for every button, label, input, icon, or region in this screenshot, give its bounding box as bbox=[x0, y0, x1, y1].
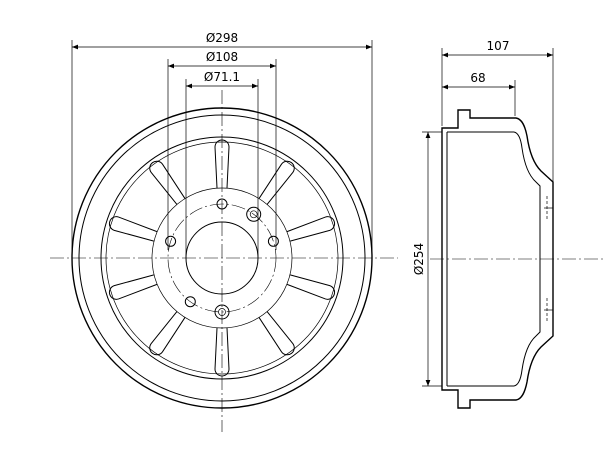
bolt-circle bbox=[167, 203, 277, 313]
front-view: Ø298 Ø108 Ø71.1 bbox=[50, 31, 398, 432]
outer-diameter-label: Ø298 bbox=[206, 31, 238, 45]
dimension-bolt-circle: Ø108 bbox=[167, 50, 277, 250]
dimension-overall-depth: 107 bbox=[441, 39, 554, 182]
dimension-center-bore: Ø71.1 bbox=[185, 70, 259, 258]
bolt-holes bbox=[165, 198, 279, 320]
drum-profile-inner bbox=[513, 131, 541, 387]
drum-face-outer-circle bbox=[100, 136, 344, 380]
drum-profile-outer bbox=[441, 109, 554, 409]
dimension-braking-diameter: Ø254 bbox=[412, 131, 442, 387]
hidden-bolt-holes bbox=[544, 196, 553, 322]
rib bbox=[108, 274, 158, 300]
bolt-circle-label: Ø108 bbox=[206, 50, 238, 64]
screw-hole-inner bbox=[249, 210, 258, 219]
locating-screw-hole bbox=[214, 304, 230, 320]
rib bbox=[258, 160, 295, 205]
screw-hole-outer bbox=[246, 206, 262, 222]
rib bbox=[214, 139, 230, 189]
center-bore-label: Ø71.1 bbox=[204, 70, 240, 84]
dimension-inner-depth: 68 bbox=[442, 71, 516, 116]
rim-inner-circle bbox=[78, 114, 366, 402]
screw-hole-outer bbox=[214, 304, 230, 320]
bolt-hole bbox=[165, 235, 177, 247]
hub-circle bbox=[151, 187, 293, 329]
braking-diameter-label: Ø254 bbox=[412, 243, 426, 275]
overall-depth-label: 107 bbox=[487, 39, 510, 53]
bolt-hole bbox=[216, 198, 228, 210]
drum-face-inner-circle bbox=[105, 141, 339, 375]
side-view: 107 68 Ø254 bbox=[412, 39, 604, 409]
rib bbox=[108, 216, 158, 242]
bolt-hole bbox=[267, 235, 279, 247]
dimension-outer-diameter: Ø298 bbox=[71, 31, 373, 258]
rib bbox=[286, 216, 336, 242]
rib bbox=[286, 274, 336, 300]
rib bbox=[214, 327, 230, 377]
screw-hole-inner bbox=[218, 308, 226, 316]
inner-depth-label: 68 bbox=[470, 71, 485, 85]
bolt-hole bbox=[184, 296, 196, 308]
ribs bbox=[108, 139, 336, 377]
locating-screw-hole bbox=[246, 206, 262, 222]
rib bbox=[258, 311, 295, 356]
rib bbox=[149, 311, 186, 356]
rib bbox=[149, 160, 186, 205]
